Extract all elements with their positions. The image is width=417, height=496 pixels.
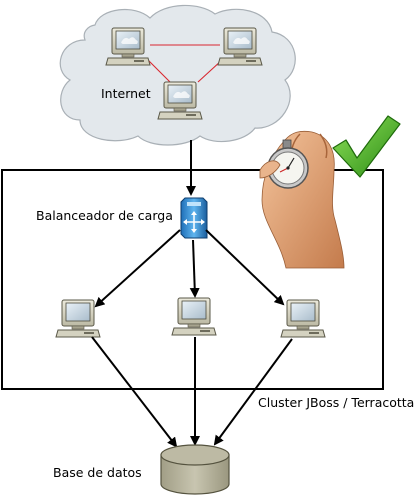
load-balancer-label: Balanceador de carga — [36, 208, 173, 223]
database-label: Base de datos — [53, 465, 142, 480]
internet-computer-left — [105, 27, 151, 66]
green-check-icon — [332, 115, 401, 178]
cluster-node-right — [280, 299, 326, 338]
cluster-node-left — [55, 299, 101, 338]
internet-computer-bottom — [157, 81, 203, 120]
internet-label: Internet — [101, 86, 151, 101]
load-balancer-server-icon — [180, 197, 208, 239]
stopwatch-hand-image — [259, 130, 345, 270]
internet-cloud — [59, 4, 296, 146]
cluster-box — [1, 169, 384, 390]
database-cylinder-icon — [160, 444, 230, 495]
balancer-arrows — [94, 229, 285, 308]
database-arrows — [91, 336, 293, 448]
internet-computer-right — [217, 27, 263, 66]
cluster-label: Cluster JBoss / Terracotta — [258, 395, 415, 410]
cluster-node-center — [171, 297, 217, 336]
